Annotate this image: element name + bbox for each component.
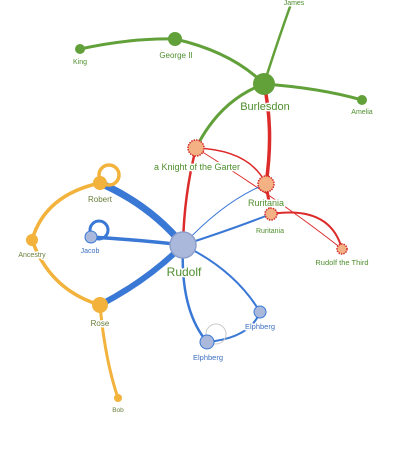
edge-ancestry-rose [30,238,102,307]
node-king[interactable] [75,44,85,54]
loop-robert [97,163,121,187]
label-robert: Robert [88,195,113,204]
edge-knight-rudolf3 [195,147,343,250]
edge-rudolf-ruritania [182,183,267,246]
node-rudolf[interactable] [169,231,197,259]
edge-robert-rudolf [96,179,187,249]
label-ancestry: Ancestry [18,252,46,259]
label-james: James [284,0,305,7]
loop-elphberg1 [205,323,227,345]
label-burlesdon: Burlesdon [240,101,290,113]
node-james[interactable] [288,0,294,6]
label-knight: a Knight of the Garter [154,162,240,172]
label-jacob: Jacob [81,248,100,255]
node-elphberg1[interactable] [199,334,215,350]
node-amelia[interactable] [357,95,367,105]
edge-george-burlesdon [173,37,266,86]
loop-jacob [88,219,110,241]
node-ruritania-small[interactable] [264,207,278,221]
node-bob[interactable] [114,394,122,402]
edge-rose-bob [98,303,120,400]
node-rose[interactable] [92,297,108,313]
node-elphberg2[interactable] [253,305,267,319]
edge-king-george [78,37,177,51]
label-king: King [73,59,87,66]
labels: James King George II Burlesdon Amelia a … [17,0,374,416]
edge-burlesdon-knight [194,82,266,150]
edge-burlesdon-ruritania [262,82,272,186]
node-robert[interactable] [93,176,107,190]
node-jacob[interactable] [84,230,98,244]
node-knight[interactable] [187,139,205,157]
edge-burlesdon-james [262,2,293,86]
label-ruritania-big: Ruritania [248,198,284,208]
edge-rudolf-elphberg1 [181,243,209,344]
label-amelia: Amelia [351,109,373,116]
node-george[interactable] [168,32,182,46]
label-rudolf: Rudolf [167,265,202,279]
edge-burlesdon-amelia [262,82,364,102]
label-ruritania-small: Ruritania [256,228,284,235]
label-bob: Bob [112,407,124,414]
node-ruritania-big[interactable] [257,175,275,193]
label-george: George II [159,51,192,60]
node-rudolf3[interactable] [336,243,348,255]
label-rudolf3: Rudolf the Third [315,258,368,267]
self-loops [88,163,227,345]
edge-ruritania-rudolf3 [270,211,343,250]
edge-robert-ancestry [30,181,102,242]
node-ancestry[interactable] [26,234,38,246]
node-burlesdon[interactable] [253,73,275,95]
nodes [26,0,367,402]
label-elphberg1: Elphberg [193,353,223,362]
label-rose: Rose [91,319,110,328]
label-elphberg2: Elphberg [245,322,275,331]
